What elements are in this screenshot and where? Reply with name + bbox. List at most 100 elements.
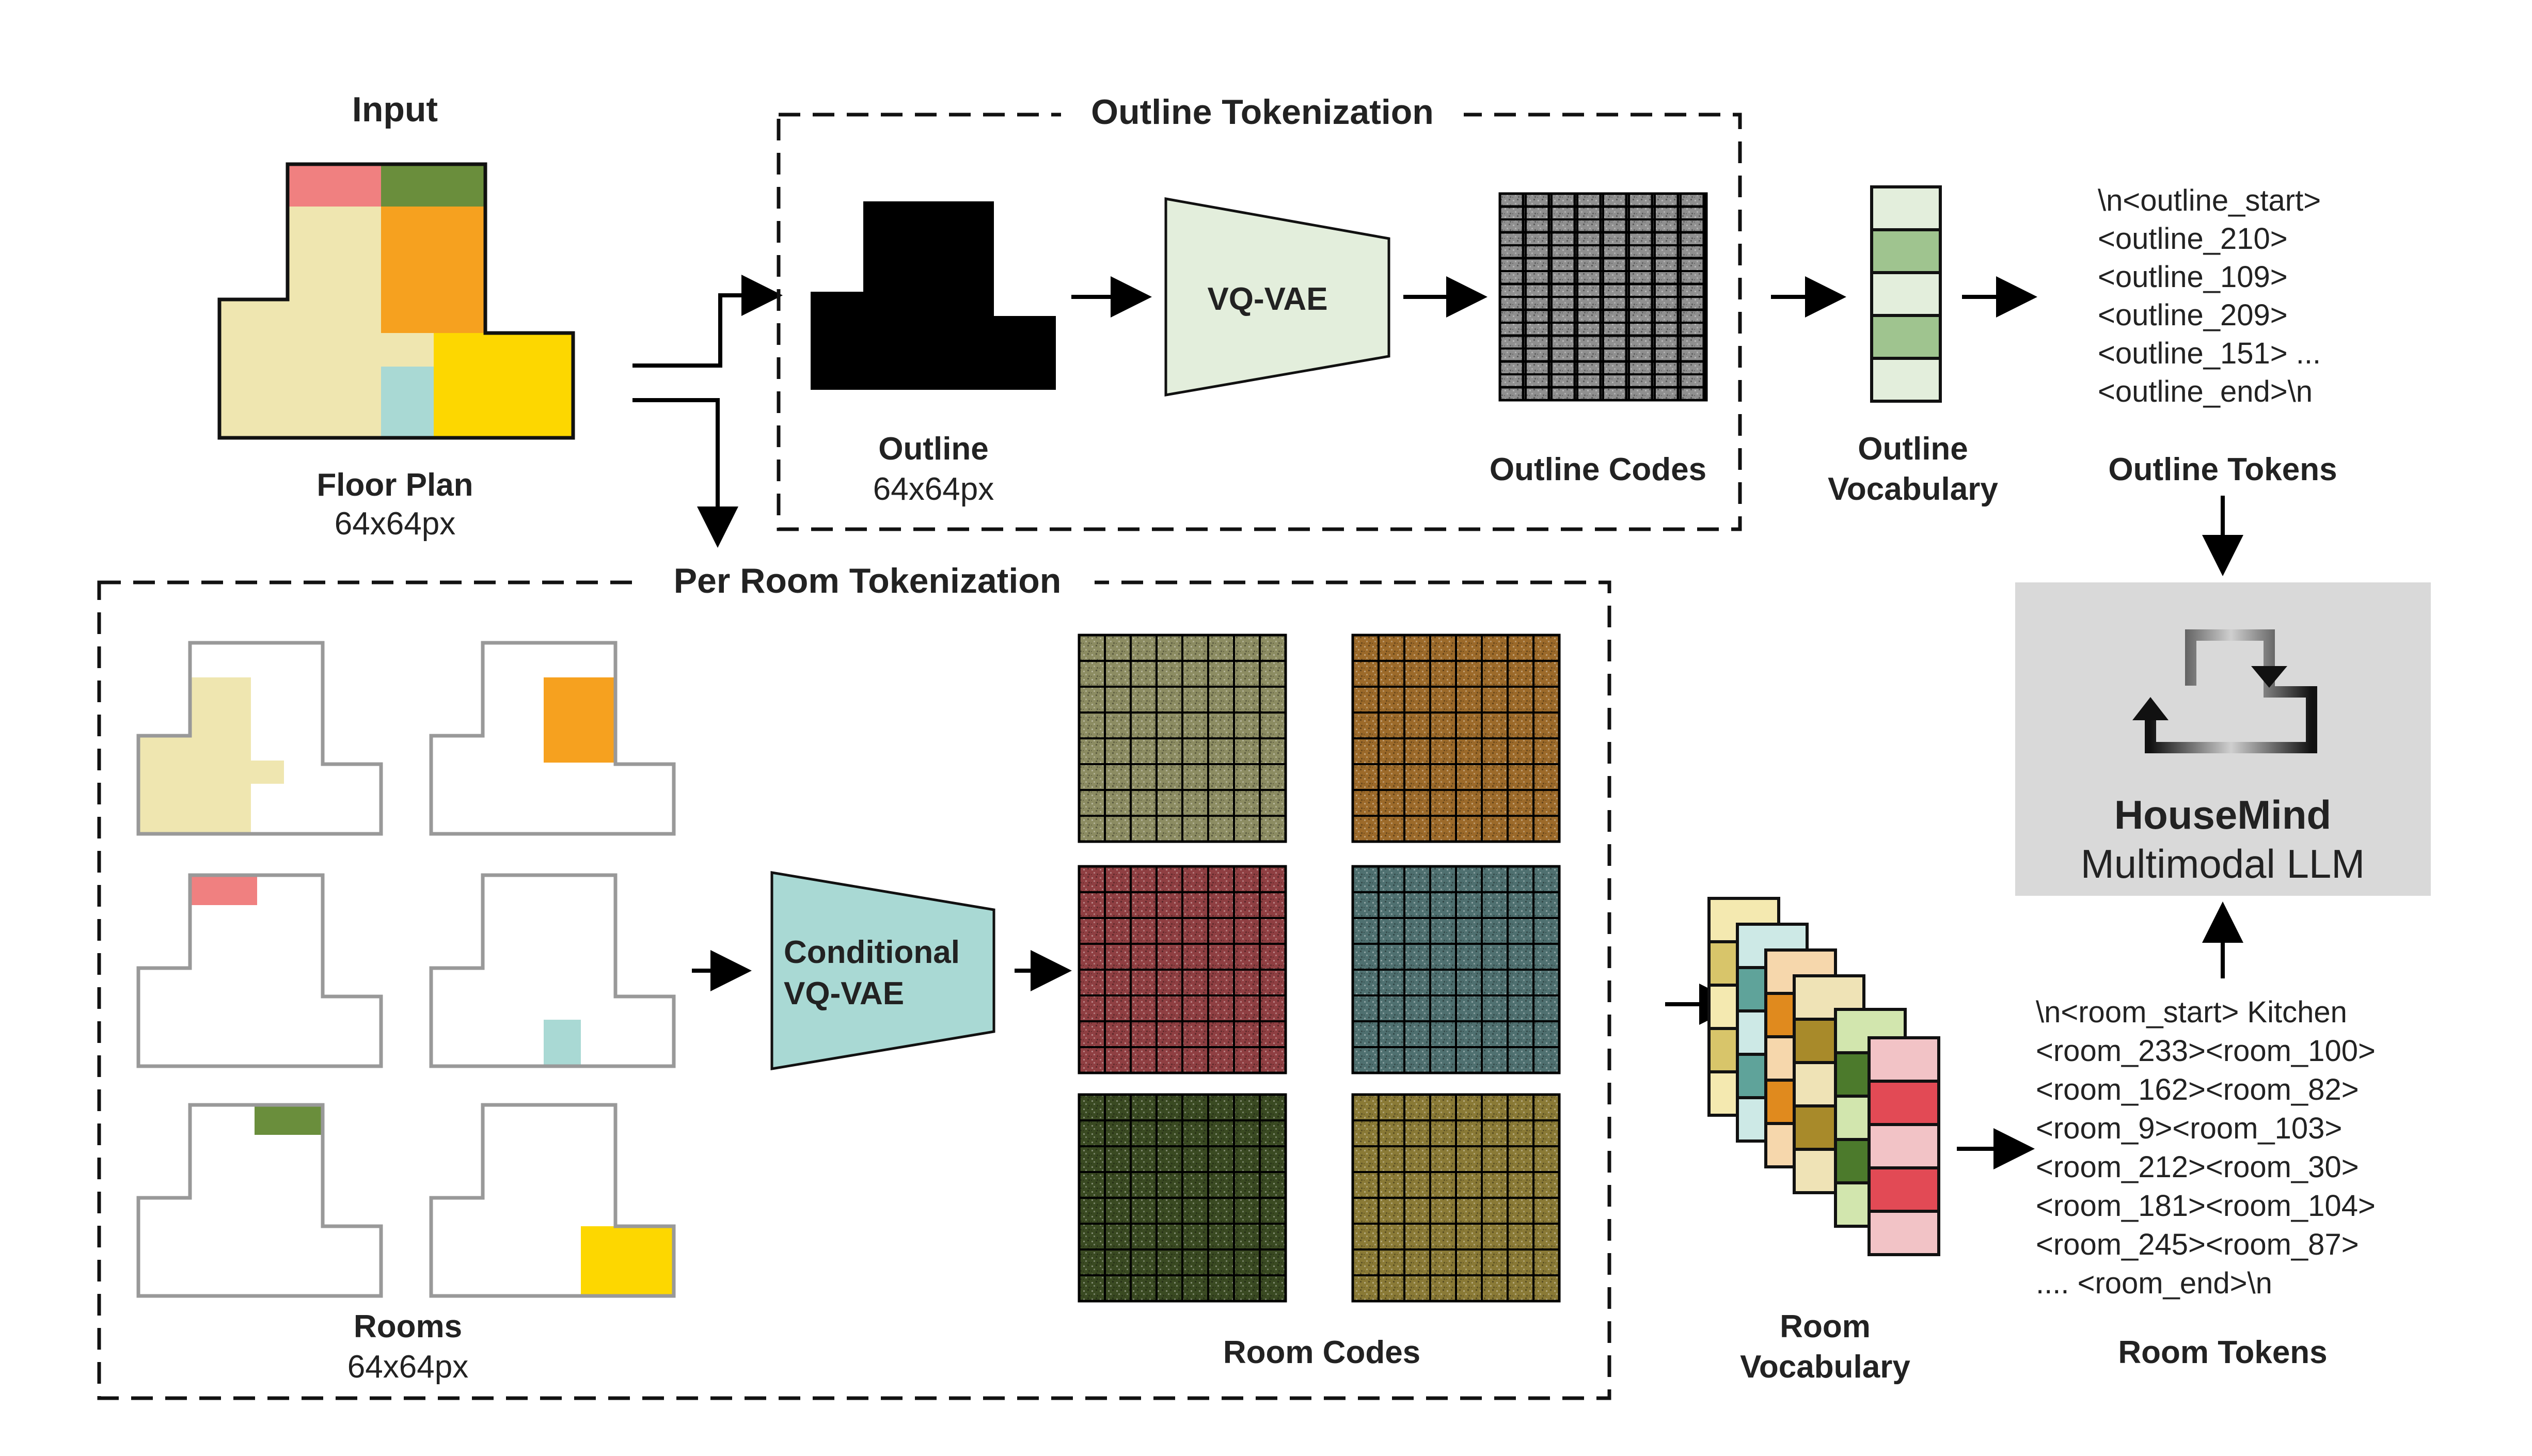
rooms-label: Rooms [354,1309,462,1344]
outline-token-line: <outline_151> ... [2098,337,2321,370]
outline-vocab-entry [1870,357,1942,403]
room-mask-thumbnail [136,1103,383,1298]
outline-vocab-label-line2: Vocabulary [1828,471,1998,507]
outline-label: Outline [878,431,989,467]
outline-tokenization-title: Outline Tokenization [1091,92,1434,132]
room-mask-thumbnail [429,873,676,1068]
room-masks-grid [136,641,676,1298]
outline-token-line: <outline_109> [2098,260,2288,294]
outline-vocab-entry [1870,185,1942,231]
model-subtitle: Multimodal LLM [2081,841,2365,887]
conditional-vqvae-line1: Conditional [784,935,960,970]
room-mask-pink [190,875,257,905]
room-token-line: <room_181><room_104> [2036,1189,2376,1223]
room-vocabulary-stacks [1707,897,1940,1256]
room-code-border [1351,865,1561,1074]
conditional-vqvae-line2: VQ-VAE [784,976,904,1011]
room-token-line: \n<room_start> Kitchen [2036,995,2347,1029]
room-vocab-entry [1868,1166,1940,1213]
floor-plan-room-beige [219,299,381,438]
outline-vocab-entry [1870,271,1942,317]
outline-silhouette [811,201,1056,390]
floor-plan-room-green [381,164,485,207]
room-code-grid [1078,634,1287,843]
room-token-line: <room_212><room_30> [2036,1150,2359,1184]
outline-vocab-label-line1: Outline [1858,431,1968,467]
room-mask-outline [429,873,676,1068]
per-room-tokenization-title: Per Room Tokenization [674,561,1062,600]
room-code-border [1078,865,1287,1074]
room-mask-beige [138,677,284,834]
room-mask-outline [429,641,676,836]
model-name: HouseMind [2114,792,2331,837]
room-code-grid [1078,865,1287,1074]
outline-tokens-label: Outline Tokens [2108,452,2337,487]
outline-size: 64x64px [873,471,994,507]
outline-vocab-entry [1870,314,1942,360]
room-mask-yellow [581,1226,674,1296]
outline-token-line: \n<outline_start> [2098,184,2321,217]
room-mask-thumbnail [136,873,383,1068]
room-tokens-text: \n<room_start> Kitchen <room_233><room_1… [2036,995,2376,1300]
input-connectors [632,275,783,548]
room-token-line: <room_162><room_82> [2036,1073,2359,1106]
room-mask-green [255,1105,323,1135]
room-code-grid [1078,1093,1287,1303]
floor-plan-room-orange [381,207,485,333]
room-code-border [1351,1093,1561,1303]
input-floor-plan [217,162,575,440]
room-mask-orange [544,677,615,763]
floor-plan-room-beige-corridor [381,333,434,367]
floor-plan-room-pink [288,164,381,207]
floor-plan-room-yellow [434,333,573,438]
room-codes-grid [1078,634,1561,1303]
room-mask-outline [136,641,383,836]
room-mask-outline [429,1103,676,1298]
room-token-line: <room_9><room_103> [2036,1112,2342,1145]
room-code-border [1351,634,1561,843]
room-tokens-label: Room Tokens [2118,1335,2327,1370]
room-codes-label: Room Codes [1223,1335,1420,1370]
outline-title-backdrop [1061,93,1464,134]
room-token-line: <room_245><room_87> [2036,1228,2359,1261]
room-mask-teal [544,1020,581,1066]
room-token-line: .... <room_end>\n [2036,1267,2272,1300]
room-vocab-entry [1868,1036,1940,1083]
outline-codes-grid [1498,192,1708,402]
room-mask-thumbnail [136,641,383,836]
room-vocab-entry [1868,1210,1940,1256]
room-code-grid [1351,865,1561,1074]
outline-codes-label: Outline Codes [1490,452,1706,487]
outline-vocabulary-stack [1870,185,1942,403]
input-heading: Input [352,90,438,129]
floor-plan-room-beige-top [288,207,381,299]
rooms-size: 64x64px [347,1349,468,1385]
floor-plan-outline [217,162,575,440]
room-mask-thumbnail [429,1103,676,1298]
room-mask-outline [136,873,383,1068]
room-code-grid [1351,634,1561,843]
outline-token-line: <outline_end>\n [2098,375,2313,408]
outline-tokens-text: \n<outline_start> <outline_210> <outline… [2098,184,2321,408]
room-code-border [1078,634,1287,843]
per-room-title-backdrop [640,560,1095,602]
room-vocab-entry [1868,1080,1940,1126]
room-mask-thumbnail [429,641,676,836]
room-vocab-label-line2: Vocabulary [1740,1349,1910,1385]
input-caption-size: 64x64px [335,506,455,542]
room-vocab-entry [1868,1123,1940,1169]
input-caption-title: Floor Plan [316,467,473,503]
outline-token-line: <outline_210> [2098,222,2288,256]
outline-token-line: <outline_209> [2098,298,2288,332]
room-code-grid [1351,1093,1561,1303]
outline-vocab-entry [1870,228,1942,274]
room-code-border [1078,1093,1287,1303]
room-vocab-label-line1: Room [1780,1309,1871,1344]
vqvae-encoder [1164,197,1390,397]
floor-plan-room-teal [381,367,434,438]
room-vocab-stack [1868,1036,1940,1256]
room-token-line: <room_233><room_100> [2036,1034,2376,1068]
conditional-vqvae-encoder [770,871,995,1070]
